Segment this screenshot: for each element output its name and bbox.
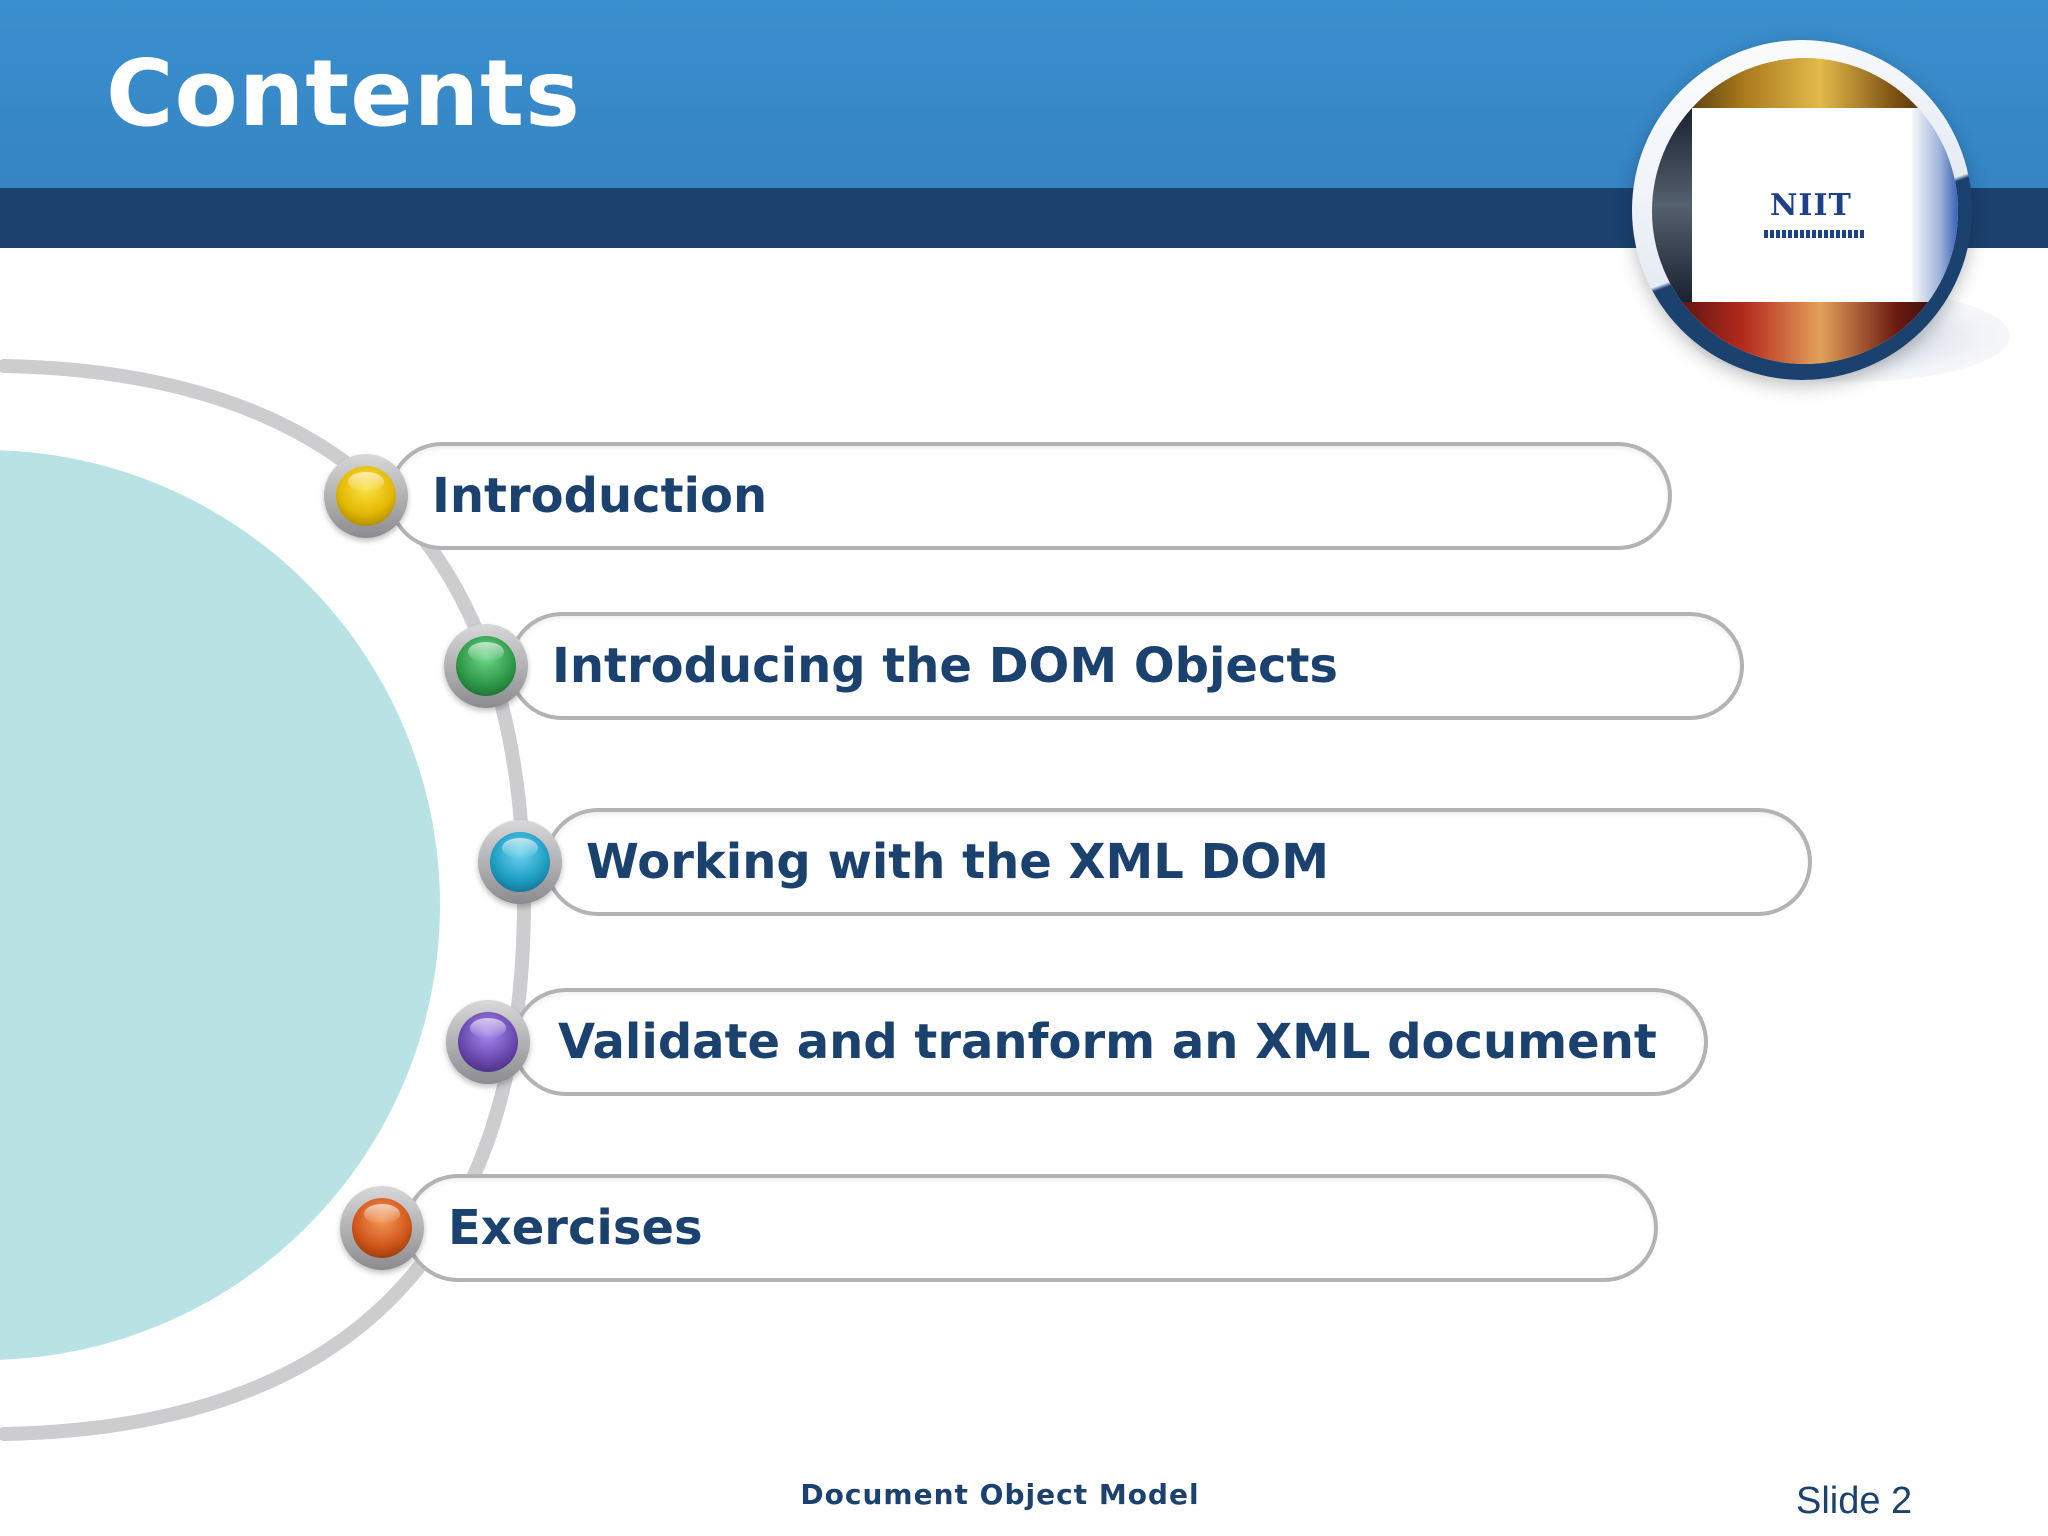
slide-title: Contents	[106, 40, 581, 147]
item-pill[interactable]: Validate and tranform an XML document	[512, 988, 1708, 1096]
item-label: Validate and tranform an XML document	[558, 1014, 1657, 1070]
logo-photo-strip	[1912, 108, 1958, 302]
item-label: Exercises	[448, 1200, 703, 1256]
bullet-icon	[340, 1186, 424, 1270]
yellow-bullet-icon	[336, 466, 396, 526]
list-item[interactable]: Exercises	[0, 1174, 1680, 1290]
item-pill[interactable]: Introducing the DOM Objects	[508, 612, 1744, 720]
bullet-icon	[444, 624, 528, 708]
logo-underline	[1764, 230, 1866, 238]
item-label: Introduction	[432, 468, 768, 524]
bullet-icon	[324, 454, 408, 538]
logo-photo-strip	[1652, 108, 1692, 302]
footer-title: Document Object Model	[800, 1478, 1200, 1511]
list-item[interactable]: Introducing the DOM Objects	[0, 612, 1760, 728]
list-item[interactable]: Validate and tranform an XML document	[0, 988, 1720, 1104]
green-bullet-icon	[456, 636, 516, 696]
item-label: Introducing the DOM Objects	[552, 638, 1338, 694]
logo-photo-strip	[1652, 302, 1958, 364]
niit-logo-text: NIIT	[1770, 188, 1852, 223]
logo-photo-strip	[1652, 58, 1958, 108]
list-item[interactable]: Working with the XML DOM	[0, 808, 1820, 924]
item-pill[interactable]: Exercises	[404, 1174, 1658, 1282]
purple-bullet-icon	[458, 1012, 518, 1072]
orange-bullet-icon	[352, 1198, 412, 1258]
slide-number: Slide 2	[1796, 1480, 1913, 1522]
bullet-icon	[446, 1000, 530, 1084]
item-label: Working with the XML DOM	[586, 834, 1329, 890]
logo-card	[1692, 108, 1912, 302]
niit-logo-image: NIIT	[1652, 58, 1958, 364]
item-pill[interactable]: Introduction	[388, 442, 1672, 550]
blue-bullet-icon	[490, 832, 550, 892]
item-pill[interactable]: Working with the XML DOM	[544, 808, 1812, 916]
bullet-icon	[478, 820, 562, 904]
list-item[interactable]: Introduction	[0, 442, 1680, 558]
